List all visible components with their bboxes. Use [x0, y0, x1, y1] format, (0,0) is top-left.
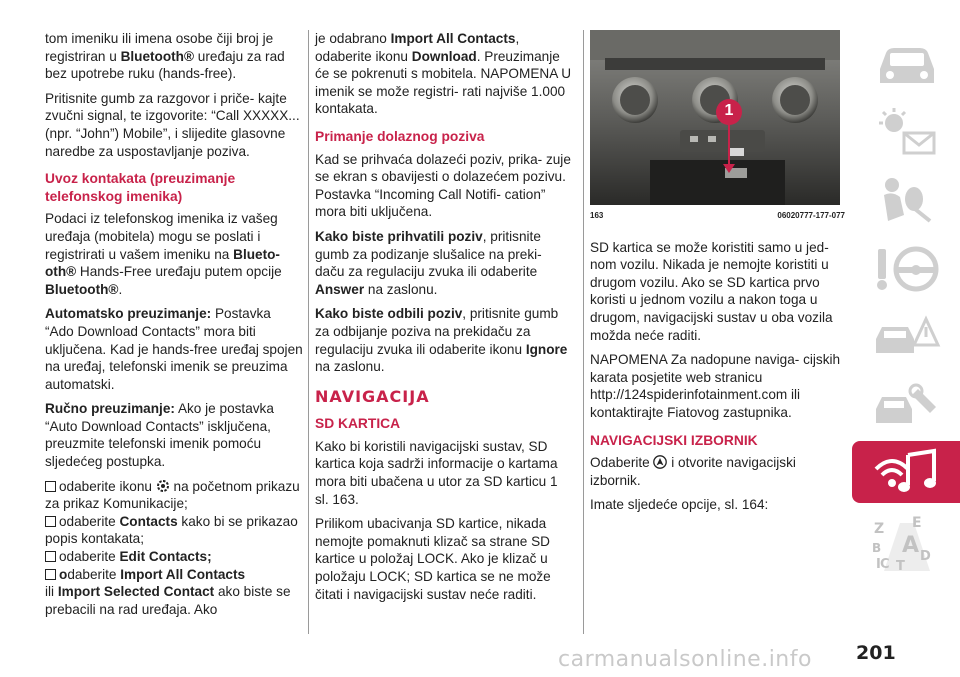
paragraph: Kako biste odbili poziv, pritisnite gumb… [315, 306, 568, 375]
multimedia-icon [874, 448, 936, 492]
tab-index[interactable]: Z E B A C T D I [852, 509, 960, 574]
tab-starting-driving[interactable] [852, 237, 960, 299]
steering-wheel-key-icon [877, 246, 939, 292]
tab-in-an-emergency[interactable] [852, 305, 960, 367]
maintenance-icon [876, 383, 936, 423]
paragraph: je odabrano Import All Contacts, odaberi… [315, 31, 572, 117]
page-number: 201 [856, 642, 896, 664]
checkbox-bullet-icon [45, 515, 56, 527]
list-item: odaberite ikonu na početnom prikazu za p… [45, 478, 300, 512]
paragraph: Kako biste prihvatili poziv, pritisnite … [315, 228, 542, 297]
paragraph: Automatsko preuzimanje: Postavka “Ado Do… [45, 306, 303, 392]
chapter-heading: NAVIGACIJA [315, 386, 430, 406]
phone-settings-icon [156, 479, 169, 492]
paragraph: Kad se prihvaća dolazeći poziv, prika- z… [315, 151, 571, 220]
tab-multimedia[interactable] [852, 441, 960, 503]
column-divider [583, 30, 584, 634]
paragraph: tom imeniku ili imena osobe čiji broj je… [45, 31, 285, 82]
checkbox-bullet-icon [45, 480, 56, 492]
paragraph: Prilikom ubacivanja SD kartice, nikada n… [315, 516, 551, 602]
paragraph: Podaci iz telefonskog imenika iz vašeg u… [45, 211, 282, 297]
paragraph: Pritisnite gumb za razgovor i priče- kaj… [45, 90, 300, 159]
tab-warning-lights[interactable] [852, 101, 960, 163]
tab-safety[interactable] [852, 169, 960, 231]
paragraph: SD kartica se može koristiti samo u jed-… [590, 239, 833, 343]
figure-code: 06020777-177-077 [777, 211, 845, 220]
paragraph: Odaberite i otvorite navigacijski izborn… [590, 455, 796, 488]
list-item: odaberite Contacts kako bi se prikazao p… [45, 513, 298, 547]
alphabetical-index-icon [884, 523, 930, 571]
index-letters: Z E B A C T D I [872, 515, 931, 574]
figure-photo-sd-slot: 1 [590, 30, 840, 205]
paragraph: Ručno preuzimanje: Ako je postavka “Auto… [45, 401, 274, 470]
column-divider [308, 30, 309, 634]
warning-lights-icon [879, 108, 936, 155]
callout-number: 1 [724, 102, 734, 119]
section-heading: Primanje dolaznog poziva [315, 128, 485, 144]
section-heading: NAVIGACIJSKI IZBORNIK [590, 432, 758, 448]
car-icon [880, 48, 934, 83]
callout-marker [716, 99, 742, 173]
text-column-1: tom imeniku ili imena osobe čiji broj je… [45, 30, 303, 618]
tab-knowing-your-car[interactable] [852, 33, 960, 95]
list-item: odaberite Edit Contacts; [45, 548, 303, 566]
section-heading: SD KARTICA [315, 416, 401, 432]
figure-caption: 163 06020777-177-077 [590, 207, 845, 225]
checkbox-bullet-icon [45, 568, 56, 580]
paragraph: NAPOMENA Za nadopune naviga- cijskih kar… [590, 352, 841, 420]
emergency-car-icon [876, 315, 941, 353]
paragraph: Imate sljedeće opcije, sl. 164: [590, 497, 769, 513]
text-column-3: 1 163 06020777-177-077 SD kartica se mož… [590, 30, 845, 521]
figure-number: 163 [590, 211, 604, 220]
section-heading: Uvoz kontakata (preuzimanje telefonskog … [45, 171, 236, 204]
navigation-arrow-icon [653, 455, 668, 469]
tab-servicing-maintenance[interactable] [852, 373, 960, 435]
checkbox-bullet-icon [45, 551, 56, 563]
chapter-tabs: Z E B A C T D I [852, 33, 960, 645]
paragraph: Kako bi koristili navigacijski sustav, S… [315, 438, 558, 507]
text-column-2: je odabrano Import All Contacts, odaberi… [315, 30, 573, 610]
watermark: carmanualsonline.info [558, 647, 812, 672]
bullet-list: odaberite ikonu na početnom prikazu za p… [45, 478, 303, 619]
safety-airbag-icon [884, 178, 932, 223]
